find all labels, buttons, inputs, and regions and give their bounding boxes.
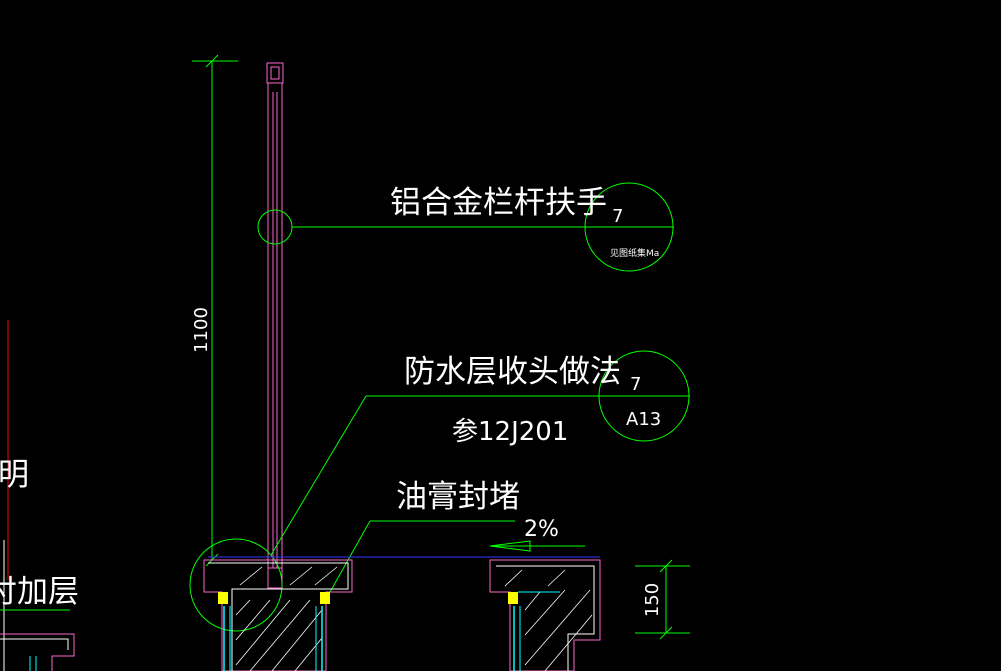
handrail-leader bbox=[257, 182, 674, 272]
handrail-label: 铝合金栏杆扶手 bbox=[390, 185, 607, 221]
dimension-150-label: 150 bbox=[642, 583, 663, 617]
reference-label: 参12J201 bbox=[452, 417, 568, 447]
waterproof-leader bbox=[189, 350, 690, 632]
callout-1-top: 7 bbox=[612, 206, 623, 227]
dimension-150 bbox=[635, 559, 690, 640]
left-clipped-label-2: 付加层 bbox=[0, 574, 79, 610]
left-clipped-geometry bbox=[0, 320, 75, 671]
left-clipped-label-1: 明 bbox=[0, 457, 29, 493]
callout-2-top: 7 bbox=[630, 374, 641, 395]
slope-label: 2% bbox=[524, 517, 559, 542]
dimension-1100 bbox=[192, 54, 238, 567]
right-parapet bbox=[489, 559, 601, 671]
callout-2-bottom: A13 bbox=[626, 409, 661, 430]
callout-1-bottom: 见图纸集Ma bbox=[610, 247, 659, 259]
dimension-1100-label: 1100 bbox=[191, 307, 212, 353]
oil-seal-label: 油膏封堵 bbox=[396, 479, 520, 515]
railing-post bbox=[266, 62, 284, 589]
slope-arrow bbox=[489, 540, 585, 552]
left-parapet bbox=[203, 559, 353, 671]
waterproof-end-label: 防水层收头做法 bbox=[404, 354, 621, 390]
